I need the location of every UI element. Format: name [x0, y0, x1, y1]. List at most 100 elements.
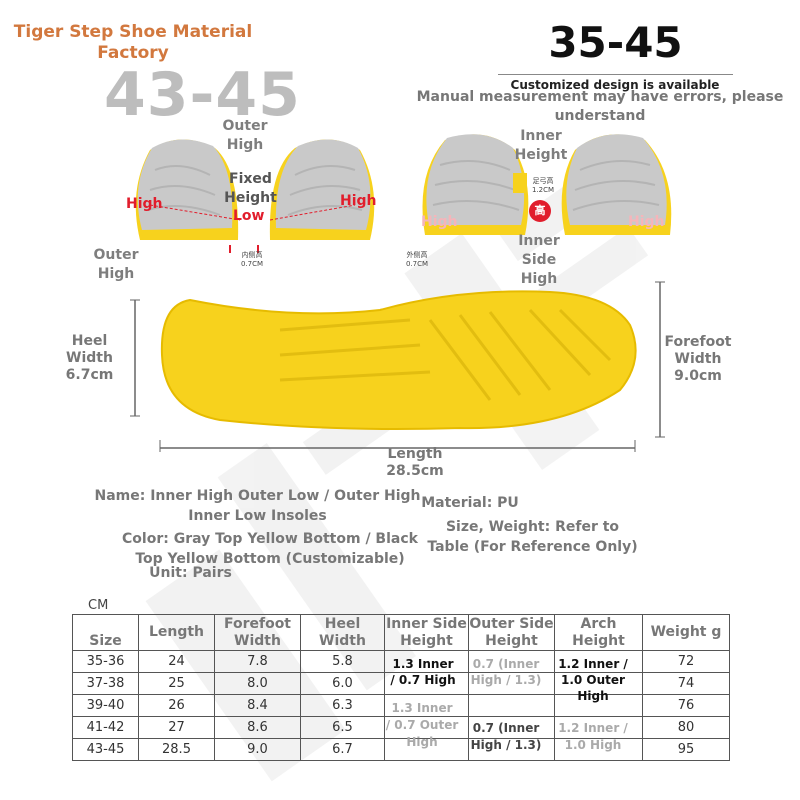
table-row: 43-45 28.5 9.0 6.7 95 — [72, 738, 730, 761]
measurement-note-line-2: understand — [554, 108, 646, 124]
table-row: 37-38 25 8.0 6.0 74 — [72, 672, 730, 695]
header-weight: Weight g — [642, 614, 730, 651]
inner-height-overflow-1: 1.3 Inner / 0.7 High — [383, 656, 463, 688]
inner-side-high-line-3: High — [520, 271, 558, 287]
header-arch-line-2: Height — [572, 632, 625, 649]
product-color: Color: Gray Top Yellow Bottom / Black To… — [120, 529, 420, 569]
heel-width-label: Heel Width 6.7cm — [62, 333, 117, 384]
table-row: 35-36 24 7.8 5.8 72 — [72, 650, 730, 673]
product-unit: Unit: Pairs — [149, 565, 232, 581]
length-label: Length 28.5cm — [375, 446, 455, 480]
range-underline — [498, 74, 733, 75]
label-right-high-right: High — [628, 214, 665, 230]
customized-note: Customized design is available — [510, 78, 720, 92]
label-low: Low — [233, 208, 265, 224]
cell-length: 26 — [138, 694, 215, 717]
outer-b2: High / 1.3) — [470, 738, 542, 752]
measurement-note-line-1: Manual measurement may have errors, plea… — [416, 89, 784, 105]
measurement-note: Manual measurement may have errors, plea… — [400, 88, 800, 126]
cell-weight: 76 — [642, 694, 730, 717]
header-forefoot-line-1: Forefoot — [223, 615, 292, 632]
outer-tag-line-1: 外侧高 — [406, 251, 428, 259]
size-weight-line-2: Table (For Reference Only) — [427, 539, 638, 555]
header-forefoot-line-2: Width — [234, 632, 281, 649]
inner-height-tag: 内侧高 0.7CM — [235, 251, 269, 269]
inner-tag-line-2: 0.7CM — [240, 260, 264, 268]
forefoot-width-line-1: Forefoot — [664, 334, 732, 350]
table-unit: CM — [88, 598, 109, 613]
outer-a1: 0.7 (Inner — [472, 657, 540, 671]
size-range-ghost: 43-45 — [104, 60, 301, 130]
size-range: 35-45 — [548, 18, 683, 67]
cell-heel: 6.0 — [300, 672, 385, 695]
outer-b1: 0.7 (Inner — [472, 721, 540, 735]
arch-height-overflow-2: 1.2 Inner / 1.0 High — [550, 720, 636, 754]
header-heel-line-1: Heel — [324, 615, 361, 632]
fixed-height-line-2: Height — [224, 190, 277, 206]
cell-length: 27 — [138, 716, 215, 739]
inner-a1: 1.3 Inner — [392, 657, 454, 671]
label-outer-high-top: Outer High — [215, 117, 275, 155]
arch-a2: 1.0 Outer — [561, 673, 625, 687]
arch-height-overflow-1: 1.2 Inner / 1.0 Outer High — [550, 656, 636, 704]
brand-line-2: Factory — [97, 43, 169, 63]
header-size-label: Size — [89, 633, 122, 649]
header-size: Size — [72, 614, 139, 651]
forefoot-width-label: Forefoot Width 9.0cm — [663, 334, 733, 385]
size-weight-line-1: Size, Weight: Refer to — [445, 519, 620, 535]
product-color-line-1: Color: Gray Top Yellow Bottom / Black — [122, 531, 418, 547]
outer-high-bottom-line-1: Outer — [93, 247, 139, 263]
cell-heel: 5.8 — [300, 650, 385, 673]
header-heel-line-2: Width — [319, 632, 366, 649]
cell-heel: 6.3 — [300, 694, 385, 717]
inner-side-high-line-2: Side — [521, 252, 557, 268]
forefoot-width-line-2: Width — [674, 351, 722, 367]
header-inner-line-2: Height — [400, 632, 453, 649]
cell-forefoot: 7.8 — [214, 650, 301, 673]
outer-height-overflow-1: 0.7 (Inner High / 1.3) — [463, 656, 549, 688]
outer-high-top-line-2: High — [226, 137, 264, 153]
label-outer-high-bottom: Outer High — [88, 246, 144, 284]
label-fixed-height: Fixed Height — [218, 170, 283, 208]
cell-forefoot: 9.0 — [214, 738, 301, 761]
cell-forefoot: 8.0 — [214, 672, 301, 695]
length-value: 28.5cm — [386, 463, 444, 479]
product-name-line-1: Name: Inner High Outer Low / Outer High — [94, 488, 421, 504]
cell-forefoot: 8.6 — [214, 716, 301, 739]
inner-b1: 1.3 Inner — [391, 701, 453, 715]
inner-height-line-2: Height — [514, 147, 568, 163]
header-inner-line-1: Inner Side — [386, 615, 467, 632]
length-line-1: Length — [387, 446, 443, 462]
arch-b2: 1.0 High — [564, 738, 622, 752]
arch-tag-line-2: 1.2CM — [531, 186, 555, 194]
cell-weight: 74 — [642, 672, 730, 695]
arch-tag-line-1: 足弓高 — [532, 177, 554, 185]
cell-length: 24 — [138, 650, 215, 673]
product-material: Material: PU — [421, 495, 519, 511]
inner-b3: High — [406, 735, 438, 749]
label-high-left: High — [126, 196, 163, 212]
sole-bottom-view — [130, 281, 665, 452]
cell-weight: 80 — [642, 716, 730, 739]
product-color-line-2: Top Yellow Bottom (Customizable) — [135, 551, 405, 567]
arch-b1: 1.2 Inner / — [558, 721, 628, 735]
arch-height-tag: 足弓高 1.2CM — [528, 177, 558, 195]
cell-heel: 6.5 — [300, 716, 385, 739]
right-insoles-illustration — [422, 134, 672, 235]
left-insoles-illustration — [135, 139, 375, 253]
cell-size: 43-45 — [72, 738, 139, 761]
product-name-line-2: Inner Low Insoles — [188, 508, 327, 524]
heel-width-value: 6.7cm — [65, 367, 114, 383]
cell-heel: 6.7 — [300, 738, 385, 761]
arch-a3: High — [577, 689, 609, 703]
cell-size: 39-40 — [72, 694, 139, 717]
gao-badge: 高 — [534, 204, 546, 217]
forefoot-width-value: 9.0cm — [674, 368, 722, 384]
outer-height-overflow-2: 0.7 (Inner High / 1.3) — [463, 720, 549, 754]
